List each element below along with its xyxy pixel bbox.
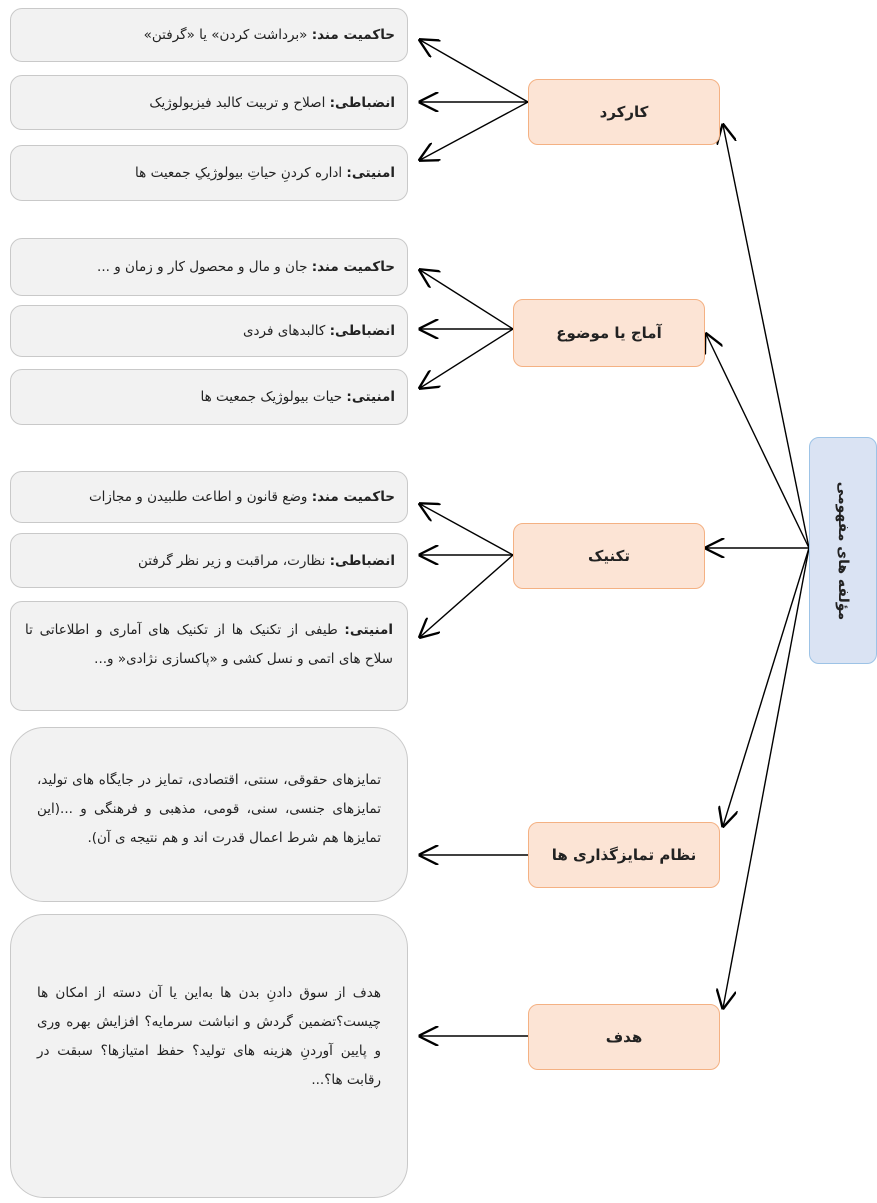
arrow-function-sovereign	[420, 40, 529, 103]
category-target-label: آماج یا موضوع	[556, 324, 662, 342]
root-label: مؤلفه های مفهومی	[835, 481, 852, 620]
leaf-text: طیفی از تکنیک ها از تکنیک های آماری و اط…	[25, 622, 393, 667]
arrow-root-to-discrimination	[723, 547, 810, 826]
category-technique: تکنیک	[513, 523, 705, 589]
arrow-root-to-target	[706, 334, 810, 549]
category-function-label: کارکرد	[599, 103, 649, 121]
leaf-label: امنیتی:	[346, 165, 395, 181]
leaf-function-security: امنیتی: اداره کردنِ حیاتِ بیولوژیکِ جمعی…	[10, 145, 408, 201]
leaf-target-discipline: انضباطی: کالبدهای فردی	[10, 305, 408, 357]
leaf-function-discipline: انضباطی: اصلاح و تربیت کالبد فیزیولوژیک	[10, 75, 408, 130]
leaf-label: حاکمیت مند:	[311, 259, 395, 275]
discrimination-text: تمایزهای حقوقی، سنتی، اقتصادی، تمایز در …	[37, 772, 381, 846]
leaf-label: انضباطی:	[329, 323, 395, 339]
leaf-function-sovereign: حاکمیت مند: «برداشت کردن» یا «گرفتن»	[10, 8, 408, 62]
leaf-label: امنیتی:	[344, 622, 393, 638]
leaf-technique-discipline: انضباطی: نظارت، مراقبت و زیر نظر گرفتن	[10, 533, 408, 588]
discrimination-description: تمایزهای حقوقی، سنتی، اقتصادی، تمایز در …	[10, 727, 408, 902]
category-target: آماج یا موضوع	[513, 299, 705, 367]
goal-description: هدف از سوق دادنِ بدن ها به‌این یا آن دست…	[10, 914, 408, 1198]
arrow-root-to-goal	[723, 547, 810, 1008]
category-technique-label: تکنیک	[588, 547, 630, 565]
arrow-function-security	[420, 101, 529, 160]
leaf-technique-security: امنیتی: طیفی از تکنیک ها از تکنیک های آم…	[10, 601, 408, 711]
leaf-technique-sovereign: حاکمیت مند: وضع قانون و اطاعت طلبیدن و م…	[10, 471, 408, 523]
arrow-technique-security	[420, 554, 514, 637]
leaf-target-security: امنیتی: حیات بیولوژیک جمعیت ها	[10, 369, 408, 425]
arrow-technique-sovereign	[420, 504, 514, 556]
leaf-text: وضع قانون و اطاعت طلبیدن و مجازات	[88, 489, 312, 505]
arrow-target-security	[420, 328, 514, 388]
category-function: کارکرد	[528, 79, 720, 145]
category-goal-label: هدف	[605, 1028, 643, 1046]
leaf-text: جان و مال و محصول کار و زمان و ...	[97, 259, 312, 275]
category-goal: هدف	[528, 1004, 720, 1070]
category-discrimination: نظام تمایزگذاری ها	[528, 822, 720, 888]
leaf-text: اداره کردنِ حیاتِ بیولوژیکِ جمعیت ها	[135, 165, 347, 181]
leaf-target-sovereign: حاکمیت مند: جان و مال و محصول کار و زمان…	[10, 238, 408, 296]
arrow-root-to-function	[723, 125, 810, 549]
leaf-label: انضباطی:	[329, 552, 395, 569]
leaf-text: حیات بیولوژیک جمعیت ها	[200, 389, 347, 405]
leaf-label: امنیتی:	[346, 389, 395, 405]
leaf-text: کالبدهای فردی	[242, 323, 330, 339]
leaf-text: اصلاح و تربیت کالبد فیزیولوژیک	[149, 94, 330, 111]
leaf-label: انضباطی:	[329, 94, 395, 111]
leaf-text: «برداشت کردن» یا «گرفتن»	[143, 27, 312, 43]
leaf-text: نظارت، مراقبت و زیر نظر گرفتن	[137, 552, 330, 569]
arrow-target-sovereign	[420, 270, 514, 330]
goal-text: هدف از سوق دادنِ بدن ها به‌این یا آن دست…	[37, 985, 381, 1088]
leaf-label: حاکمیت مند:	[311, 27, 395, 43]
leaf-label: حاکمیت مند:	[311, 489, 395, 505]
root-conceptual-components: مؤلفه های مفهومی	[809, 437, 877, 664]
category-discrimination-label: نظام تمایزگذاری ها	[551, 846, 697, 864]
